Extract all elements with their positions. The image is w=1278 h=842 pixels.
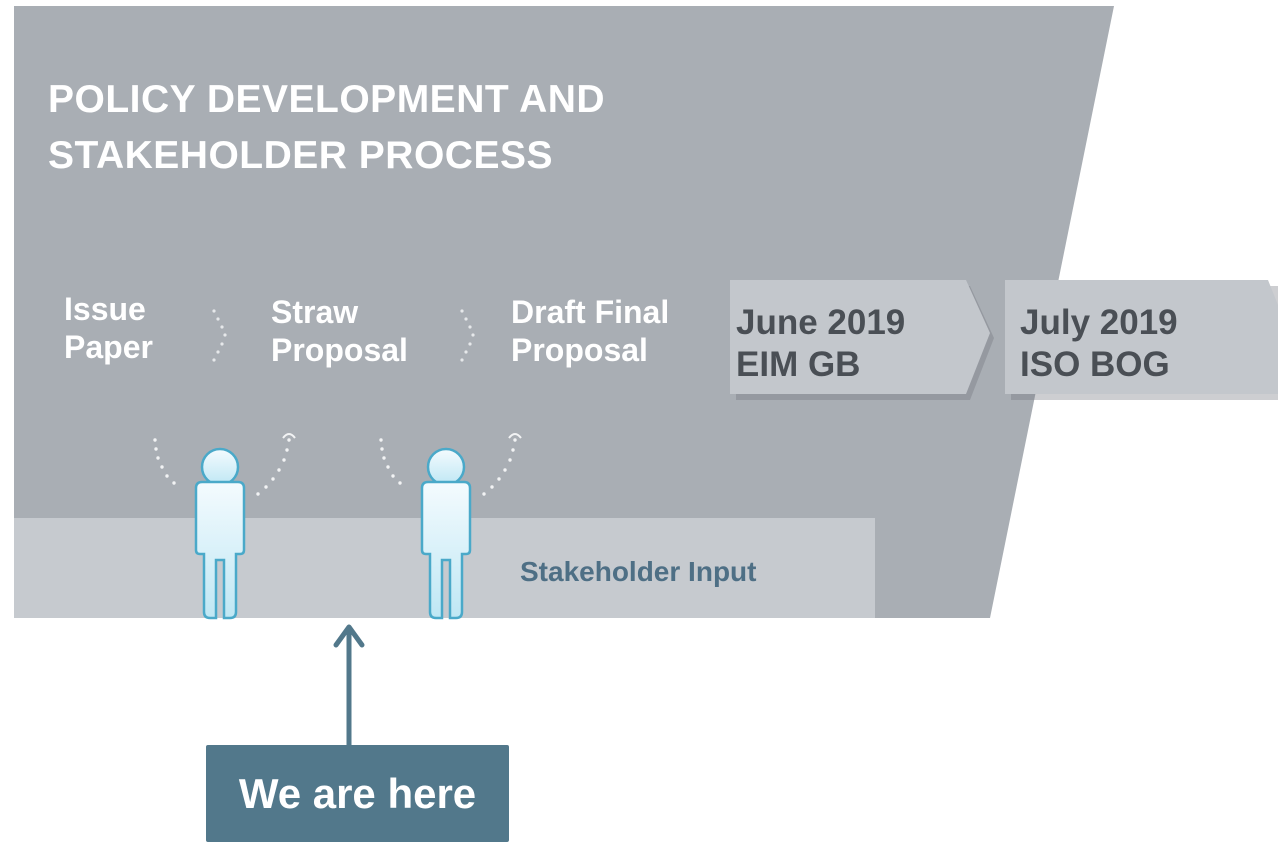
stage-straw-proposal: Straw Proposal	[271, 293, 408, 369]
current-position-callout: We are here	[206, 745, 509, 842]
milestone-june-2019: June 2019 EIM GB	[736, 302, 905, 386]
stage-label-line-1: Draft Final	[511, 294, 670, 330]
process-panel	[14, 6, 1114, 618]
stage-label-line-2: Proposal	[271, 332, 408, 368]
page-title: POLICY DEVELOPMENT AND STAKEHOLDER PROCE…	[48, 72, 808, 184]
milestone-body: EIM GB	[736, 345, 861, 384]
milestone-date: June 2019	[736, 303, 906, 342]
title-line-1: POLICY DEVELOPMENT AND	[48, 78, 606, 121]
stage-draft-final-proposal: Draft Final Proposal	[511, 293, 669, 369]
stage-separator	[212, 309, 227, 362]
speech-dots-icon	[282, 433, 296, 439]
milestone-date: July 2019	[1020, 303, 1178, 342]
stage-separator	[460, 309, 475, 362]
stage-label-line-2: Paper	[64, 329, 153, 365]
milestone-july-2019: July 2019 ISO BOG	[1020, 302, 1178, 386]
stage-issue-paper: Issue Paper	[64, 290, 153, 366]
milestone-chevron-june	[730, 280, 994, 400]
speech-dots-icon	[379, 438, 517, 496]
stakeholder-input-label: Stakeholder Input	[520, 556, 757, 587]
up-arrow-icon	[333, 624, 365, 750]
speech-dots-icon	[508, 433, 522, 439]
stakeholder-person-icon	[420, 447, 472, 620]
title-line-2: STAKEHOLDER PROCESS	[48, 134, 553, 177]
stage-label-line-1: Issue	[64, 291, 146, 327]
stakeholder-person-icon	[194, 447, 246, 620]
stage-label-line-1: Straw	[271, 294, 359, 330]
speech-dots-icon	[153, 438, 291, 496]
stage-label-line-2: Proposal	[511, 332, 648, 368]
milestone-chevron-july	[1005, 280, 1278, 400]
milestone-body: ISO BOG	[1020, 345, 1170, 384]
